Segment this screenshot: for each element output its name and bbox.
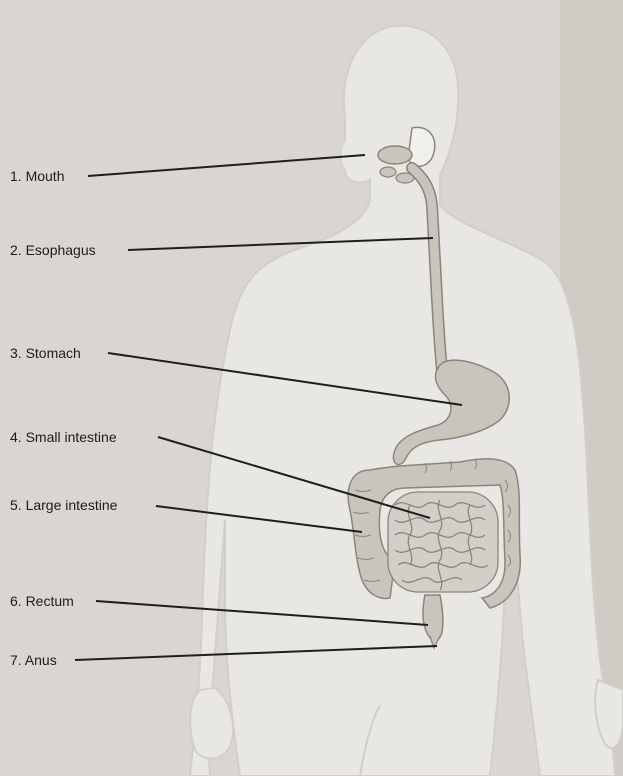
label-stomach: 3. Stomach: [10, 345, 81, 361]
label-large-intestine: 5. Large intestine: [10, 497, 117, 513]
label-small-intestine: 4. Small intestine: [10, 429, 117, 445]
small-intestine-organ: [388, 492, 498, 592]
label-esophagus: 2. Esophagus: [10, 242, 96, 258]
label-mouth: 1. Mouth: [10, 168, 64, 184]
label-anus: 7. Anus: [10, 652, 57, 668]
label-rectum: 6. Rectum: [10, 593, 74, 609]
